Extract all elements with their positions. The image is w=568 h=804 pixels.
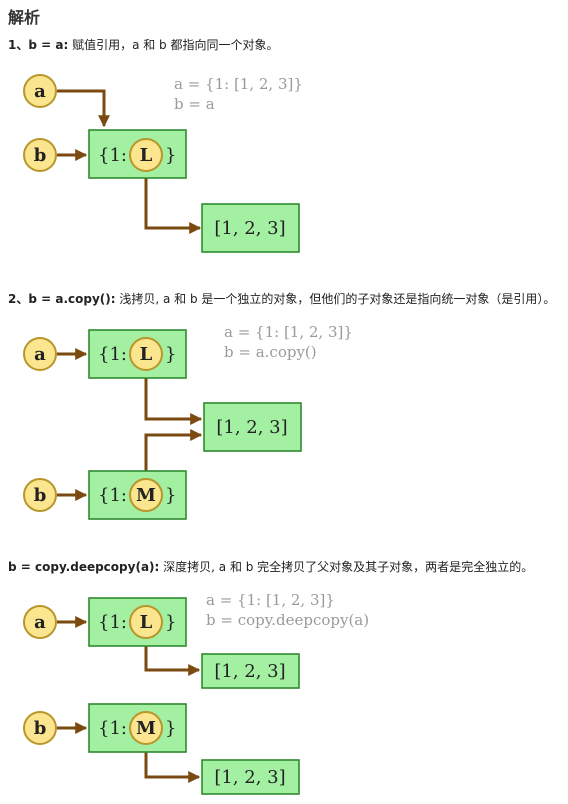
section-2-heading: 2、b = a.copy(): <box>8 292 116 306</box>
list-box-b <box>201 759 300 795</box>
dict-suffix: } <box>165 485 176 506</box>
diagram-deep-copy: a b {1: L } {1: M } [1, 2, 3] [1, 2, 3] … <box>23 591 369 795</box>
section-1-description: 1、b = a: 赋值引用，a 和 b 都指向同一个对象。 <box>8 36 278 53</box>
ref-node-M <box>129 711 163 745</box>
ref-label-M: M <box>136 718 156 739</box>
ref-node-M <box>129 478 163 512</box>
section-3-description: b = copy.deepcopy(a): 深度拷贝, a 和 b 完全拷贝了父… <box>8 558 533 575</box>
arrow-ref-to-list <box>144 155 202 234</box>
variable-b-node <box>23 478 57 512</box>
code-line-2: b = a.copy() <box>224 343 317 361</box>
code-line-1: a = {1: [1, 2, 3]} <box>206 591 335 609</box>
list-label: [1, 2, 3] <box>216 417 287 438</box>
variable-b-label: b <box>34 485 47 506</box>
code-line-2: b = copy.deepcopy(a) <box>206 611 369 629</box>
list-box <box>203 402 302 452</box>
page-title: 解析 <box>8 8 41 27</box>
diagram-shallow-copy: a b {1: L } {1: M } [1, 2, 3] a = {1: [1… <box>23 323 353 520</box>
list-label: [1, 2, 3] <box>214 767 285 788</box>
variable-b-node <box>23 711 57 745</box>
dict-prefix: {1: <box>98 145 127 166</box>
ref-node-L <box>129 138 163 172</box>
dict-prefix: {1: <box>98 485 127 506</box>
dict-prefix: {1: <box>98 612 127 633</box>
variable-b-node <box>23 138 57 172</box>
section-1-heading: 1、b = a: <box>8 38 69 52</box>
code-line-1: a = {1: [1, 2, 3]} <box>224 323 353 341</box>
dict-prefix: {1: <box>98 344 127 365</box>
section-2-text: 浅拷贝, a 和 b 是一个独立的对象，但他们的子对象还是指向统一对象（是引用）… <box>115 292 556 306</box>
variable-a-label: a <box>34 344 46 365</box>
ref-label-L: L <box>140 344 153 365</box>
list-box <box>201 203 300 253</box>
dict-suffix: } <box>165 612 176 633</box>
section-1-text: 赋值引用，a 和 b 都指向同一个对象。 <box>68 38 279 52</box>
dict-prefix: {1: <box>98 718 127 739</box>
variable-a-label: a <box>34 612 46 633</box>
variable-a-label: a <box>34 81 46 102</box>
variable-a-node <box>23 605 57 639</box>
ref-label-L: L <box>140 612 153 633</box>
list-label: [1, 2, 3] <box>214 661 285 682</box>
arrow-a-to-dict <box>57 89 110 128</box>
variable-b-label: b <box>34 145 47 166</box>
variable-a-node <box>23 337 57 371</box>
variable-a-node <box>23 74 57 108</box>
variable-b-label: b <box>34 718 47 739</box>
section-2-description: 2、b = a.copy(): 浅拷贝, a 和 b 是一个独立的对象，但他们的… <box>8 290 555 307</box>
dict-suffix: } <box>165 718 176 739</box>
diagram-assignment: a b {1: L } [1, 2, 3] a = {1: [1, 2, 3]}… <box>23 74 303 253</box>
list-label: [1, 2, 3] <box>214 218 285 239</box>
code-line-2: b = a <box>174 95 215 113</box>
dict-suffix: } <box>165 145 176 166</box>
ref-label-L: L <box>140 145 153 166</box>
code-line-1: a = {1: [1, 2, 3]} <box>174 75 303 93</box>
section-3-heading: b = copy.deepcopy(a): <box>8 560 160 574</box>
section-3-text: 深度拷贝, a 和 b 完全拷贝了父对象及其子对象，两者是完全独立的。 <box>159 560 534 574</box>
ref-node-L <box>129 337 163 371</box>
dict-suffix: } <box>165 344 176 365</box>
ref-node-L <box>129 605 163 639</box>
list-box-a <box>201 653 300 689</box>
ref-label-M: M <box>136 485 156 506</box>
